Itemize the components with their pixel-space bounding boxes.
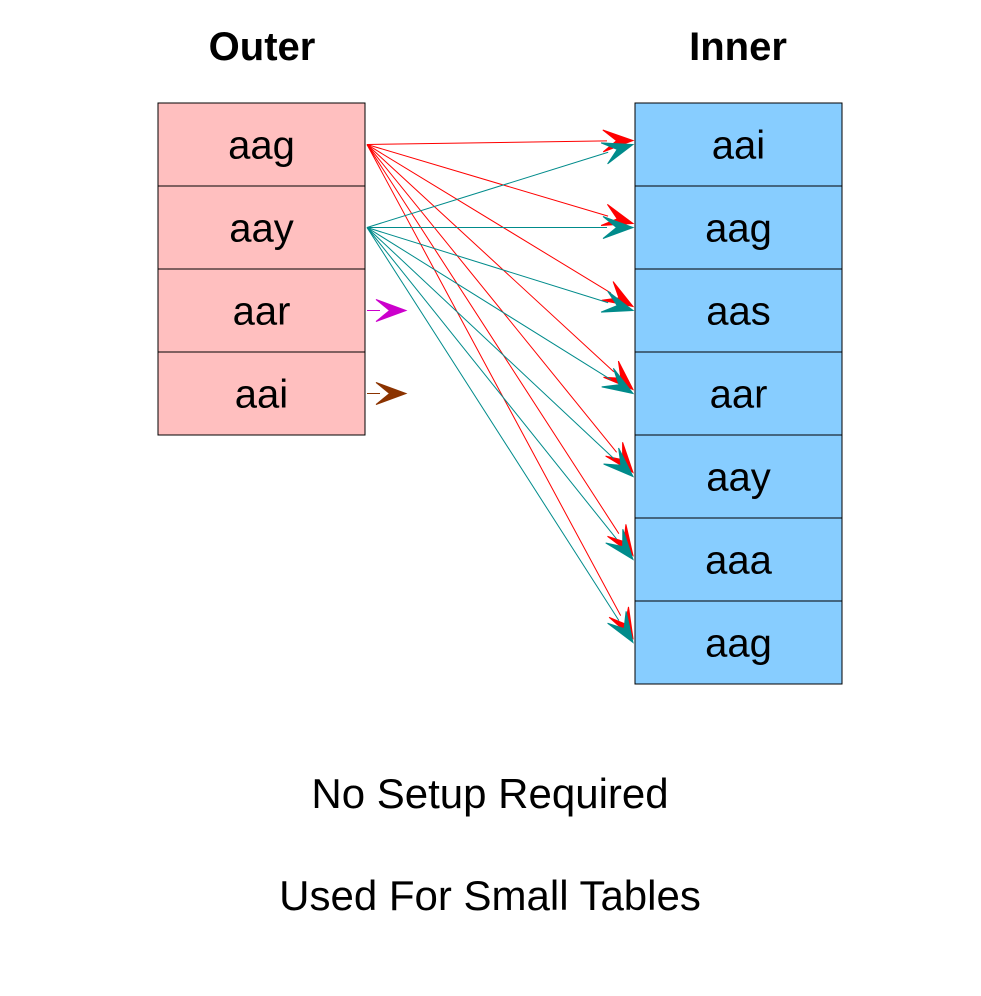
- inner-cell: [634, 600, 843, 685]
- outer-row: aay: [157, 185, 366, 270]
- inner-cell: [634, 351, 843, 436]
- outer-table: aag aay aar aai: [157, 102, 366, 436]
- outer-row: aar: [157, 268, 366, 353]
- arrow-head-aar: [375, 299, 408, 322]
- inner-cell: [634, 517, 843, 602]
- inner-cell: [634, 185, 843, 270]
- inner-row: aas: [634, 268, 843, 353]
- outer-cell: [157, 351, 366, 436]
- arrow-line-aag: [366, 144, 620, 534]
- arrow-head-aay: [602, 216, 635, 239]
- inner-row: aaa: [634, 517, 843, 602]
- inner-row: aai: [634, 102, 843, 187]
- outer-row: aag: [157, 102, 366, 187]
- outer-cell-label: aar: [233, 290, 291, 334]
- inner-cell-label: aay: [706, 456, 771, 500]
- inner-cell: [634, 102, 843, 187]
- inner-cell-label: aar: [710, 373, 768, 417]
- inner-cell-label: aai: [712, 124, 765, 168]
- outer-table-title: Outer: [209, 25, 316, 69]
- inner-cell-label: aaa: [705, 539, 772, 583]
- arrow-head-aag: [601, 281, 635, 308]
- inner-row: aag: [634, 600, 843, 685]
- inner-table-title: Inner: [689, 25, 787, 69]
- join-arrows: [366, 129, 635, 644]
- arrow-line-aay: [366, 151, 609, 228]
- arrow-line-aay: [366, 227, 620, 621]
- arrow-line-aag: [366, 144, 609, 217]
- inner-row: aag: [634, 185, 843, 270]
- outer-cell: [157, 102, 366, 187]
- outer-cell-label: aai: [235, 373, 288, 417]
- arrow-head-aay: [600, 290, 635, 313]
- arrow-line-aag: [366, 144, 618, 453]
- arrow-line-aay: [366, 227, 615, 460]
- arrow-head-aag: [600, 203, 635, 226]
- inner-table: aai aag aas aar aay aaa aag: [634, 102, 843, 685]
- arrow-head-aay: [603, 447, 635, 478]
- arrow-line-aag: [366, 144, 622, 616]
- outer-cell-label: aag: [228, 124, 295, 168]
- caption-no-setup: No Setup Required: [311, 770, 668, 817]
- arrow-line-aag: [366, 144, 615, 373]
- caption-small-tables: Used For Small Tables: [279, 872, 701, 919]
- arrow-head-aay: [600, 142, 635, 165]
- arrow-line-aay: [366, 227, 612, 381]
- outer-cell: [157, 268, 366, 353]
- inner-cell-label: aas: [706, 290, 771, 334]
- outer-cell-label: aay: [229, 207, 294, 251]
- inner-row: aar: [634, 351, 843, 436]
- inner-row: aay: [634, 434, 843, 519]
- inner-cell-label: aag: [705, 622, 772, 666]
- arrow-line-aag: [366, 144, 612, 294]
- arrow-head-aay: [607, 611, 634, 644]
- arrow-line-aay: [366, 227, 609, 304]
- arrow-head-aay: [601, 367, 635, 395]
- outer-row: aai: [157, 351, 366, 436]
- outer-cell: [157, 185, 366, 270]
- arrow-line-aay: [366, 227, 618, 540]
- arrow-line-aag: [366, 140, 608, 145]
- arrow-head-aai: [375, 382, 408, 405]
- arrow-head-aay: [605, 529, 634, 561]
- inner-cell-label: aag: [705, 207, 772, 251]
